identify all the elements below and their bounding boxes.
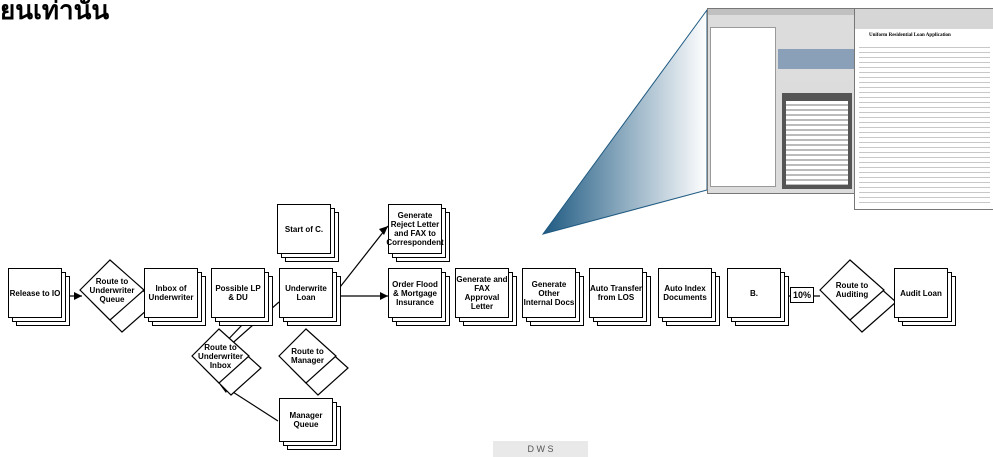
diamond-label-route-auditing: Route to Auditing <box>835 281 869 299</box>
arrowhead <box>380 292 388 300</box>
screenshot-loan-form: Uniform Residential Loan Application <box>854 8 993 210</box>
node-generate-fax-approval: Generate and FAX Approval Letter <box>455 268 517 326</box>
node-audit-loan: Audit Loan <box>894 268 956 326</box>
diamond-label-route-underwriter-queue: Route to Underwriter Queue <box>89 276 135 304</box>
page-title: ยนเท่านั้น <box>0 0 110 26</box>
node-start-of-c: Start of C. <box>277 204 339 262</box>
diamond-route-auditing <box>819 259 885 321</box>
node-generate-other-docs: Generate Other Internal Docs <box>522 268 584 326</box>
callout-wedge <box>541 8 708 235</box>
ten-percent-badge: 10% <box>790 287 814 303</box>
screenshot-left-window <box>707 8 859 194</box>
node-underwrite-loan: Underwrite Loan <box>279 268 341 326</box>
node-generate-reject-letter: Generate Reject Letter and FAX to Corres… <box>386 204 450 262</box>
stamp-watermark: D W S <box>493 441 588 457</box>
arrowhead <box>379 226 388 235</box>
node-b: B. <box>727 268 789 326</box>
node-manager-queue: Manager Queue <box>279 398 341 450</box>
diamond-label-route-manager: Route to Manager <box>291 347 324 365</box>
node-auto-index-documents: Auto Index Documents <box>658 268 720 326</box>
node-release-to-io: Release to IO <box>8 268 70 326</box>
node-inbox-of-underwriter: Inbox of Underwriter <box>144 268 206 326</box>
connector-line <box>332 225 389 297</box>
diamond-route-manager <box>278 328 337 384</box>
arrowhead <box>74 292 82 300</box>
diamond-route-underwriter-inbox <box>191 328 250 384</box>
node-order-flood: Order Flood & Mortgage Insurance <box>388 268 450 326</box>
node-auto-transfer-los: Auto Transfer from LOS <box>589 268 651 326</box>
loan-form-title: Uniform Residential Loan Application <box>869 33 951 38</box>
diamond-label-route-underwriter-inbox: Route to Underwriter Inbox <box>198 342 243 370</box>
node-possible-lp-du: Possible LP & DU <box>211 268 273 326</box>
